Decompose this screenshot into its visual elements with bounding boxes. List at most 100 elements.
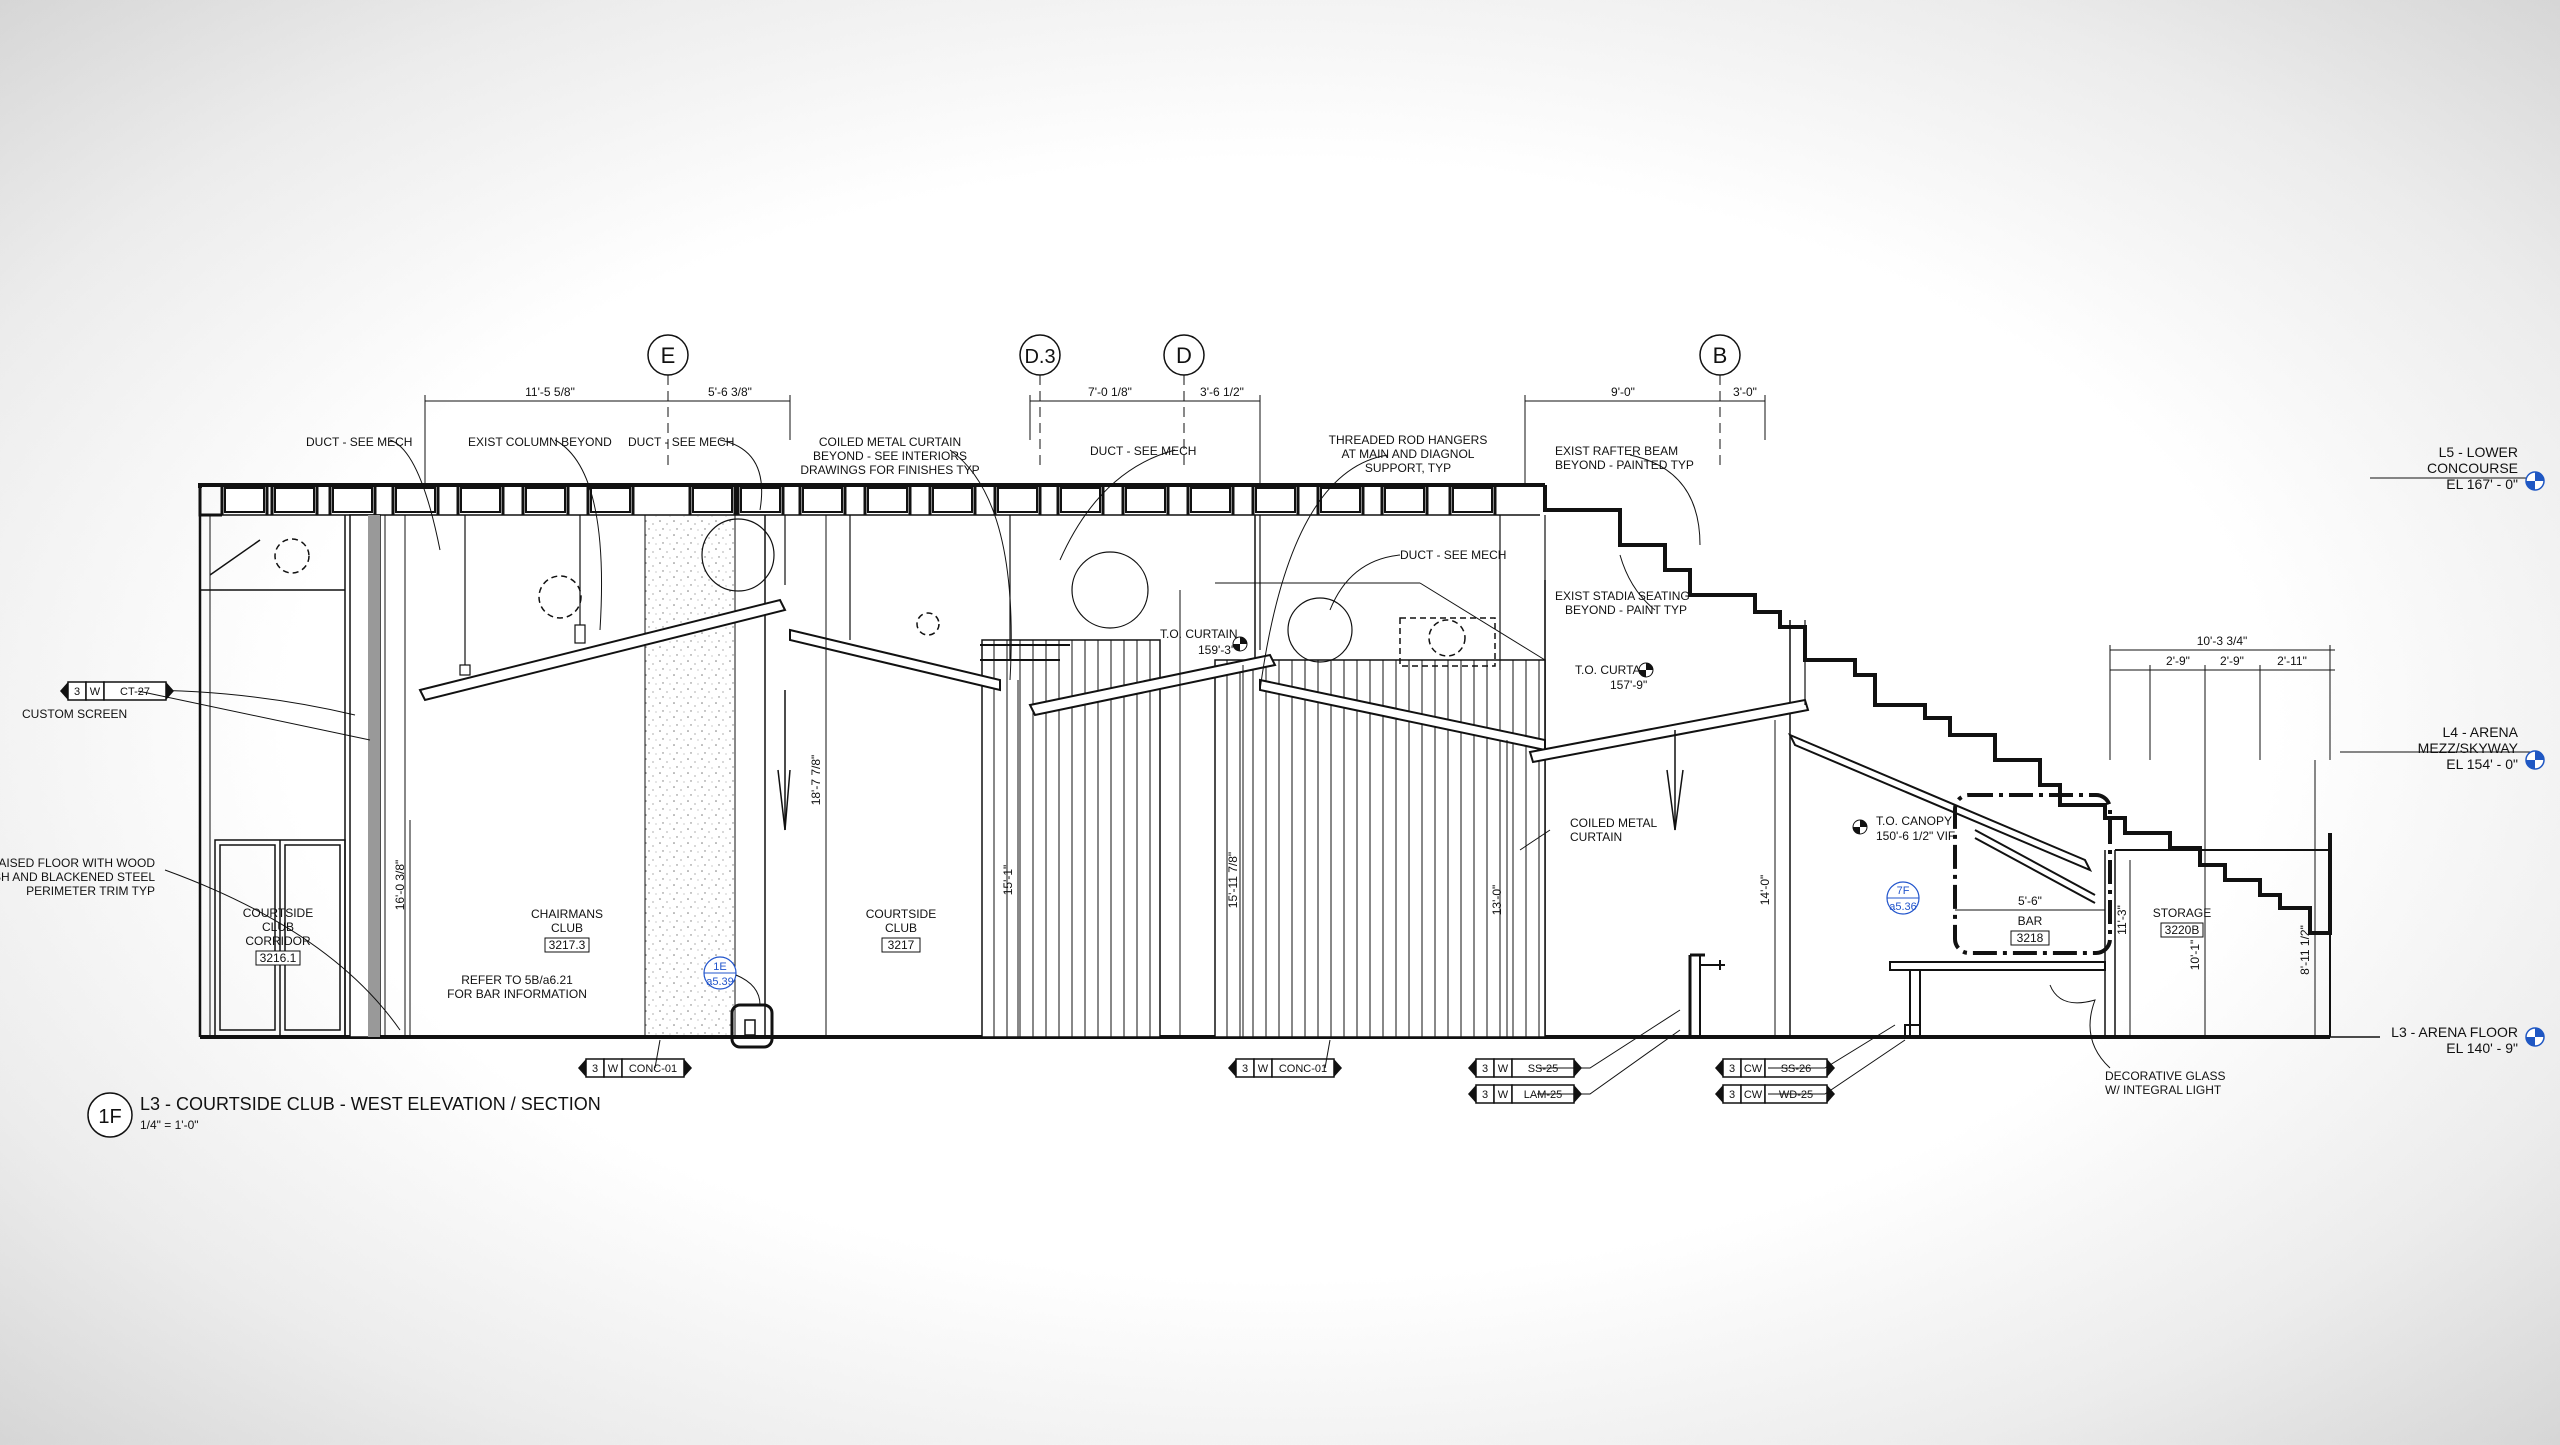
storage-room — [2115, 833, 2331, 1037]
svg-text:LAM-25: LAM-25 — [1524, 1089, 1563, 1101]
detail-callout-1e[interactable]: 1E a5.39 — [703, 956, 774, 1049]
svg-text:2'-11": 2'-11" — [2277, 654, 2307, 668]
tag-leaders — [137, 690, 2111, 1095]
roof-joists — [198, 483, 1497, 517]
svg-text:3217: 3217 — [888, 938, 915, 952]
svg-text:CONCOURSE: CONCOURSE — [2427, 460, 2518, 476]
svg-text:159'-3": 159'-3" — [1198, 643, 1235, 657]
roof-joist-notch — [1190, 487, 1231, 513]
elevation-marker-curtain2: T.O. CURTAIN 157'-9" — [1575, 662, 1654, 692]
svg-text:W: W — [608, 1063, 619, 1075]
svg-text:11'-3": 11'-3" — [2115, 905, 2129, 935]
room-tag-chairmans: CHAIRMANS CLUB 3217.3 — [531, 907, 603, 953]
svg-text:13'-0": 13'-0" — [1490, 885, 1504, 916]
svg-text:3'-0": 3'-0" — [1733, 385, 1757, 399]
svg-text:3: 3 — [1729, 1089, 1735, 1101]
level-marker-l4: L4 - ARENA MEZZ/SKYWAY EL 154' - 0" — [2340, 724, 2545, 772]
svg-text:3: 3 — [1242, 1063, 1248, 1075]
svg-text:DECORATIVE GLASS: DECORATIVE GLASS — [2105, 1069, 2225, 1083]
svg-text:11'-5 5/8": 11'-5 5/8" — [525, 385, 575, 399]
roof-joist-notch — [997, 487, 1038, 513]
svg-text:3: 3 — [592, 1063, 598, 1075]
svg-text:L4 - ARENA: L4 - ARENA — [2443, 724, 2519, 740]
room-tag-storage: STORAGE 3220B — [2153, 906, 2211, 938]
roof-joist-notch — [525, 487, 566, 513]
coiled-curtain-right — [1214, 659, 1546, 1038]
svg-text:3'-6 1/2": 3'-6 1/2" — [1200, 385, 1244, 399]
svg-text:EXIST RAFTER BEAM: EXIST RAFTER BEAM — [1555, 444, 1678, 458]
svg-text:STORAGE: STORAGE — [2153, 906, 2211, 920]
svg-text:SS-25: SS-25 — [1528, 1063, 1559, 1075]
svg-text:3220B: 3220B — [2165, 923, 2200, 937]
svg-text:EL 154' - 0": EL 154' - 0" — [2446, 756, 2518, 772]
svg-text:W: W — [1498, 1063, 1509, 1075]
roof-joist-notch — [332, 487, 373, 513]
svg-text:EL 167' - 0": EL 167' - 0" — [2446, 476, 2518, 492]
svg-text:MEZZ/SKYWAY: MEZZ/SKYWAY — [2418, 740, 2519, 756]
svg-text:T.O. CURTAIN: T.O. CURTAIN — [1160, 627, 1238, 641]
svg-text:3216.1: 3216.1 — [260, 951, 297, 965]
vertical-dimension-text: 16'-0 3/8" 18'-7 7/8" 15'-1" 15'-11 7/8"… — [393, 755, 2312, 975]
general-notes: DUCT - SEE MECH EXIST COLUMN BEYOND DUCT… — [0, 433, 2225, 1097]
svg-text:CHAIRMANS: CHAIRMANS — [531, 907, 603, 921]
grid-bubble-d: D — [1163, 334, 1205, 376]
svg-text:18'-7 7/8": 18'-7 7/8" — [809, 755, 823, 806]
svg-text:DUCT - SEE MECH: DUCT - SEE MECH — [1090, 444, 1196, 458]
svg-text:BEYOND - SEE INTERIORS: BEYOND - SEE INTERIORS — [813, 449, 967, 463]
svg-text:W: W — [1498, 1089, 1509, 1101]
svg-text:COILED METAL CURTAIN: COILED METAL CURTAIN — [819, 435, 961, 449]
detail-callout-7f[interactable]: 7F a5.36 — [1886, 881, 1920, 915]
svg-text:FINISH AND BLACKENED STEEL: FINISH AND BLACKENED STEEL — [0, 870, 155, 884]
svg-text:CURTAIN: CURTAIN — [1570, 830, 1622, 844]
room-tag-bar: BAR 3218 — [2010, 914, 2050, 946]
svg-text:15'-11 7/8": 15'-11 7/8" — [1226, 852, 1240, 908]
svg-text:BEYOND - PAINT TYP: BEYOND - PAINT TYP — [1565, 603, 1687, 617]
svg-text:T.O. CANOPY: T.O. CANOPY — [1876, 814, 1952, 828]
svg-text:COURTSIDE: COURTSIDE — [866, 907, 936, 921]
svg-text:AT MAIN AND DIAGNOL: AT MAIN AND DIAGNOL — [1342, 447, 1475, 461]
svg-text:W/ INTEGRAL LIGHT: W/ INTEGRAL LIGHT — [2105, 1083, 2222, 1097]
vertical-dimensions — [409, 515, 2316, 1037]
svg-text:16'-0 3/8": 16'-0 3/8" — [393, 860, 407, 911]
svg-text:BAR: BAR — [2018, 914, 2043, 928]
bar-counter — [1688, 953, 2106, 1038]
svg-text:CORRIDOR: CORRIDOR — [245, 934, 311, 948]
roof-joist-notch — [802, 487, 843, 513]
roof-joist-notch — [1384, 487, 1425, 513]
svg-text:L3 - COURTSIDE CLUB - WEST ELE: L3 - COURTSIDE CLUB - WEST ELEVATION / S… — [140, 1094, 601, 1114]
svg-text:DRAWINGS FOR FINISHES TYP: DRAWINGS FOR FINISHES TYP — [800, 463, 979, 477]
svg-text:CLUB: CLUB — [551, 921, 583, 935]
svg-text:3: 3 — [1482, 1089, 1488, 1101]
svg-text:3217.3: 3217.3 — [549, 938, 586, 952]
title-block: 1F L3 - COURTSIDE CLUB - WEST ELEVATION … — [87, 1092, 601, 1138]
roof-joist-notch — [1060, 487, 1101, 513]
svg-text:COILED METAL: COILED METAL — [1570, 816, 1657, 830]
roof-joist-notch — [274, 487, 315, 513]
svg-text:CW: CW — [1744, 1089, 1763, 1101]
svg-text:3: 3 — [74, 686, 80, 698]
dimension-text: 11'-5 5/8" 5'-6 3/8" 7'-0 1/8" 3'-6 1/2"… — [525, 385, 2307, 668]
svg-text:PERIMETER TRIM TYP: PERIMETER TRIM TYP — [26, 884, 155, 898]
svg-text:DUCT - SEE MECH: DUCT - SEE MECH — [1400, 548, 1506, 562]
svg-text:SUPPORT, TYP: SUPPORT, TYP — [1365, 461, 1451, 475]
svg-text:WD-25: WD-25 — [1779, 1089, 1813, 1101]
svg-text:15'-1": 15'-1" — [1001, 865, 1015, 896]
svg-text:1F: 1F — [98, 1106, 121, 1128]
roof-joist-notch — [1452, 487, 1493, 513]
svg-text:a5.36: a5.36 — [1889, 901, 1917, 913]
svg-text:3: 3 — [1729, 1063, 1735, 1075]
level-marker-l5: L5 - LOWER CONCOURSE EL 167' - 0" — [2370, 444, 2545, 492]
roof-joist-notch — [1320, 487, 1361, 513]
room-tag-corridor: COURTSIDE CLUB CORRIDOR 3216.1 — [243, 906, 313, 966]
roof-joist-notch — [867, 487, 908, 513]
svg-text:5'-6 3/8": 5'-6 3/8" — [708, 385, 752, 399]
svg-text:REFER TO 5B/a6.21: REFER TO 5B/a6.21 — [461, 973, 573, 987]
svg-text:150'-6 1/2" VIF: 150'-6 1/2" VIF — [1876, 829, 1955, 843]
roof-joist-notch — [224, 487, 265, 513]
roof-joist-notch — [590, 487, 631, 513]
svg-text:7F: 7F — [1897, 885, 1910, 897]
column-courtside — [734, 514, 766, 1038]
